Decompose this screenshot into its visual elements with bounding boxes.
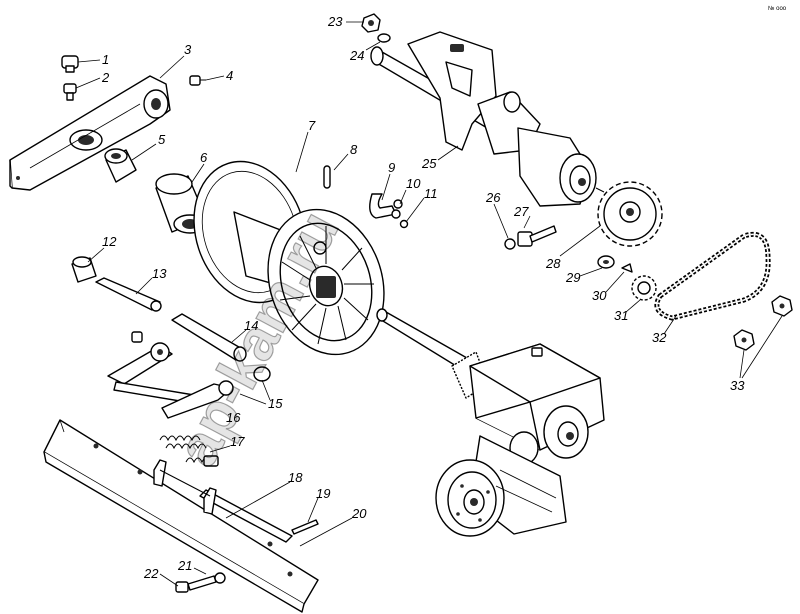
part-18-19-rod bbox=[199, 489, 319, 543]
part-33-nuts bbox=[733, 295, 793, 351]
part-12-bushing bbox=[71, 256, 97, 283]
callout-labels: 1 2 3 4 5 6 7 8 9 10 11 12 13 14 15 16 1… bbox=[101, 14, 745, 581]
callout-24: 24 bbox=[349, 48, 364, 63]
callout-2: 2 bbox=[101, 70, 110, 85]
callout-32: 32 bbox=[652, 330, 667, 345]
callout-5: 5 bbox=[158, 132, 166, 147]
part-15-16-linkage bbox=[107, 331, 271, 419]
callout-8: 8 bbox=[350, 142, 358, 157]
callout-33: 33 bbox=[730, 378, 745, 393]
callout-18: 18 bbox=[288, 470, 303, 485]
part-8-pin bbox=[323, 165, 331, 189]
part-26-27-bolt bbox=[504, 225, 557, 250]
part-31-small-sprocket bbox=[631, 275, 657, 301]
callout-25: 25 bbox=[421, 156, 437, 171]
part-17-springs bbox=[159, 435, 219, 467]
part-5-bushing bbox=[104, 148, 137, 183]
part-9-11-u-bolt-set bbox=[369, 193, 409, 229]
callout-23: 23 bbox=[327, 14, 343, 29]
part-14-tube bbox=[171, 313, 247, 362]
callout-11: 11 bbox=[424, 186, 438, 201]
callout-12: 12 bbox=[102, 234, 117, 249]
part-3-lever-arm bbox=[9, 75, 171, 191]
callout-10: 10 bbox=[406, 176, 421, 191]
callout-16: 16 bbox=[226, 410, 241, 425]
part-13-shaft bbox=[95, 277, 162, 312]
callout-27: 27 bbox=[513, 204, 529, 219]
part-32-drive-chain bbox=[654, 231, 771, 321]
callout-13: 13 bbox=[152, 266, 167, 281]
part-7-winch-drum bbox=[193, 160, 385, 356]
callout-21: 21 bbox=[177, 558, 192, 573]
callout-4: 4 bbox=[226, 68, 233, 83]
callout-29: 29 bbox=[565, 270, 580, 285]
part-23-24-nut bbox=[361, 13, 391, 43]
gearbox-motor-assembly bbox=[376, 308, 605, 537]
part-4-bolt bbox=[189, 75, 206, 86]
callout-6: 6 bbox=[200, 150, 208, 165]
callout-20: 20 bbox=[351, 506, 367, 521]
callout-14: 14 bbox=[244, 318, 258, 333]
callout-15: 15 bbox=[268, 396, 283, 411]
callout-17: 17 bbox=[230, 434, 245, 449]
callout-31: 31 bbox=[614, 308, 628, 323]
part-28-large-sprocket bbox=[597, 181, 663, 247]
part-25-shaft-housing bbox=[370, 31, 605, 207]
callout-30: 30 bbox=[592, 288, 607, 303]
leader-lines bbox=[75, 21, 783, 587]
callout-22: 22 bbox=[143, 566, 159, 581]
callout-9: 9 bbox=[388, 160, 395, 175]
part-21-22-bolt bbox=[175, 572, 226, 593]
callout-19: 19 bbox=[316, 486, 330, 501]
part-1-2-fitting bbox=[61, 55, 79, 101]
callout-26: 26 bbox=[485, 190, 501, 205]
part-20-base-frame bbox=[43, 419, 319, 613]
callout-1: 1 bbox=[102, 52, 109, 67]
callout-7: 7 bbox=[308, 118, 316, 133]
callout-3: 3 bbox=[184, 42, 192, 57]
callout-28: 28 bbox=[545, 256, 561, 271]
part-29-30-washer bbox=[597, 255, 633, 273]
corner-code: № ооо bbox=[768, 5, 787, 12]
